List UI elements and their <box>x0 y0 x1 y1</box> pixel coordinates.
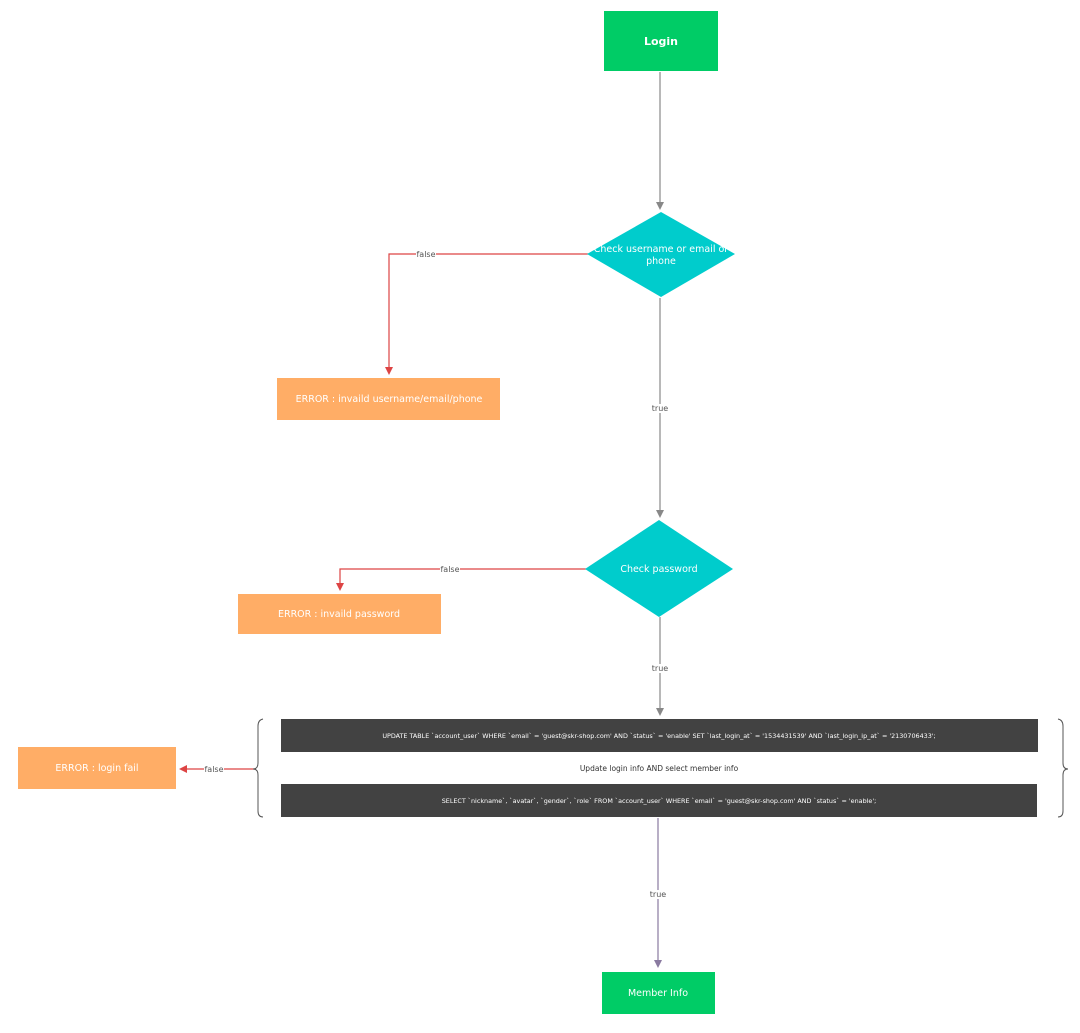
member-info-node: Member Info <box>602 972 715 1014</box>
select-sql-label: SELECT `nickname`, `avatar`, `gender`, `… <box>442 797 877 805</box>
left-brace <box>252 718 264 818</box>
edge-label-false-2: false <box>440 565 459 574</box>
right-brace <box>1057 718 1069 818</box>
edge-check-password-false <box>336 568 586 591</box>
error-password-label: ERROR : invaild password <box>278 609 400 620</box>
edge-label-false-1: false <box>416 250 435 259</box>
error-user-node: ERROR : invaild username/email/phone <box>277 378 500 420</box>
edge-check-user-false <box>385 253 588 375</box>
member-info-label: Member Info <box>628 988 688 999</box>
check-user-label-line-2: phone <box>646 256 676 267</box>
update-sql-label: UPDATE TABLE `account_user` WHERE `email… <box>382 732 935 740</box>
edge-label-true-3: true <box>650 890 666 899</box>
update-select-group: UPDATE TABLE `account_user` WHERE `email… <box>252 718 1069 818</box>
nodes: Login Check username or email or phone E… <box>18 11 1069 1014</box>
login-label: Login <box>644 35 678 48</box>
group-caption: Update login info AND select member info <box>580 764 739 773</box>
edge-label-true-1: true <box>652 404 668 413</box>
edge-label-true-2: true <box>652 664 668 673</box>
error-user-label: ERROR : invaild username/email/phone <box>296 394 483 405</box>
edge-label-false-3: false <box>204 765 223 774</box>
check-user-label-line-1: Check username or email or <box>594 244 729 255</box>
login-node: Login <box>604 11 718 71</box>
error-login-node: ERROR : login fail <box>18 747 176 789</box>
edges: false true false true false true <box>179 72 670 968</box>
check-password-decision: Check password <box>585 520 733 617</box>
check-user-decision: Check username or email or phone <box>587 212 735 297</box>
update-sql-box <box>281 719 1038 752</box>
error-password-node: ERROR : invaild password <box>238 594 441 634</box>
check-password-label: Check password <box>620 564 697 575</box>
error-login-label: ERROR : login fail <box>55 763 138 774</box>
select-sql-box <box>281 784 1037 817</box>
